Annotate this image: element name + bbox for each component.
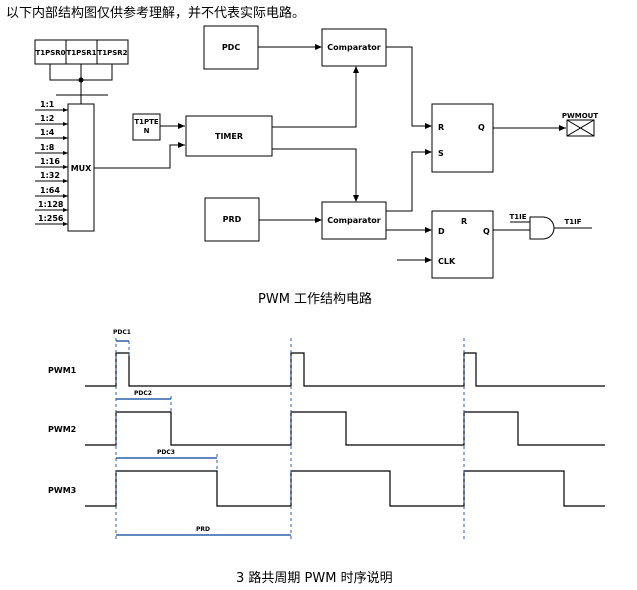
dff-q-label: Q xyxy=(483,227,490,236)
rs-r-label: R xyxy=(438,123,444,132)
prd-annotation: PRD xyxy=(196,526,210,533)
mux-input-label: 1:16 xyxy=(40,157,60,166)
rs-q-label: Q xyxy=(478,123,485,132)
mux-input-label: 1:1 xyxy=(40,100,55,109)
pdc2-annotation: PDC2 xyxy=(134,390,152,397)
dff-r-label: R xyxy=(461,217,467,226)
mux-label: MUX xyxy=(71,164,92,173)
pdc1-annotation: PDC1 xyxy=(113,329,131,336)
dff-d-label: D xyxy=(438,227,445,236)
t1pten-box xyxy=(132,113,161,141)
pwm3-waveform xyxy=(85,470,605,507)
mux-input-label: 1:2 xyxy=(40,114,54,123)
timer-block xyxy=(185,115,273,157)
t1psr0-label: T1PSR0 xyxy=(35,49,65,57)
timing-diagram-caption: 3 路共周期 PWM 时序说明 xyxy=(236,571,393,586)
pwm-block-diagram: T1PSR0 T1PSR1 T1PSR2 1:1 1:2 1:4 1:8 1:1… xyxy=(34,25,598,279)
d-flipflop-block xyxy=(431,210,494,279)
block-diagram-caption: PWM 工作结构电路 xyxy=(258,292,373,307)
comparator-bottom xyxy=(321,201,387,240)
pdc-label: PDC xyxy=(222,43,241,52)
mux-input-lines xyxy=(35,109,68,225)
mux-input-label: 1:32 xyxy=(40,171,60,180)
mux-input-label: 1:8 xyxy=(40,143,55,152)
mux-input-label: 1:256 xyxy=(38,214,64,223)
mux-input-label: 1:64 xyxy=(40,186,60,195)
pwm-timing-diagram: PWM1 PWM2 PWM3 PDC1 PDC2 PDC3 PRD xyxy=(48,329,605,540)
rs-latch-block xyxy=(431,103,494,173)
dff-clk-label: CLK xyxy=(438,257,456,266)
pwm1-waveform xyxy=(85,352,605,387)
pwm2-label: PWM2 xyxy=(48,425,76,434)
t1ie-label: T1IE xyxy=(509,213,526,221)
comparator-top-label: Comparator xyxy=(327,43,380,52)
pdc3-annotation: PDC3 xyxy=(157,449,175,456)
timer-label: TIMER xyxy=(215,132,243,141)
pwm3-label: PWM3 xyxy=(48,486,76,495)
pwmout-label: PWMOUT xyxy=(562,112,598,120)
t1if-label: T1IF xyxy=(564,218,581,226)
comparator-bottom-label: Comparator xyxy=(327,216,380,225)
mux-input-label: 1:128 xyxy=(38,200,64,209)
and-gate xyxy=(529,216,555,240)
pwmout-pin xyxy=(566,119,595,137)
t1psr2-label: T1PSR2 xyxy=(97,49,127,57)
pwm2-waveform xyxy=(85,411,605,446)
t1psr1-label: T1PSR1 xyxy=(66,49,96,57)
rs-s-label: S xyxy=(438,149,444,158)
prd-label: PRD xyxy=(223,215,242,224)
pwm1-label: PWM1 xyxy=(48,366,77,375)
mux-input-label: 1:4 xyxy=(40,128,55,137)
intro-text: 以下内部结构图仅供参考理解，并不代表实际电路。 xyxy=(6,6,306,21)
